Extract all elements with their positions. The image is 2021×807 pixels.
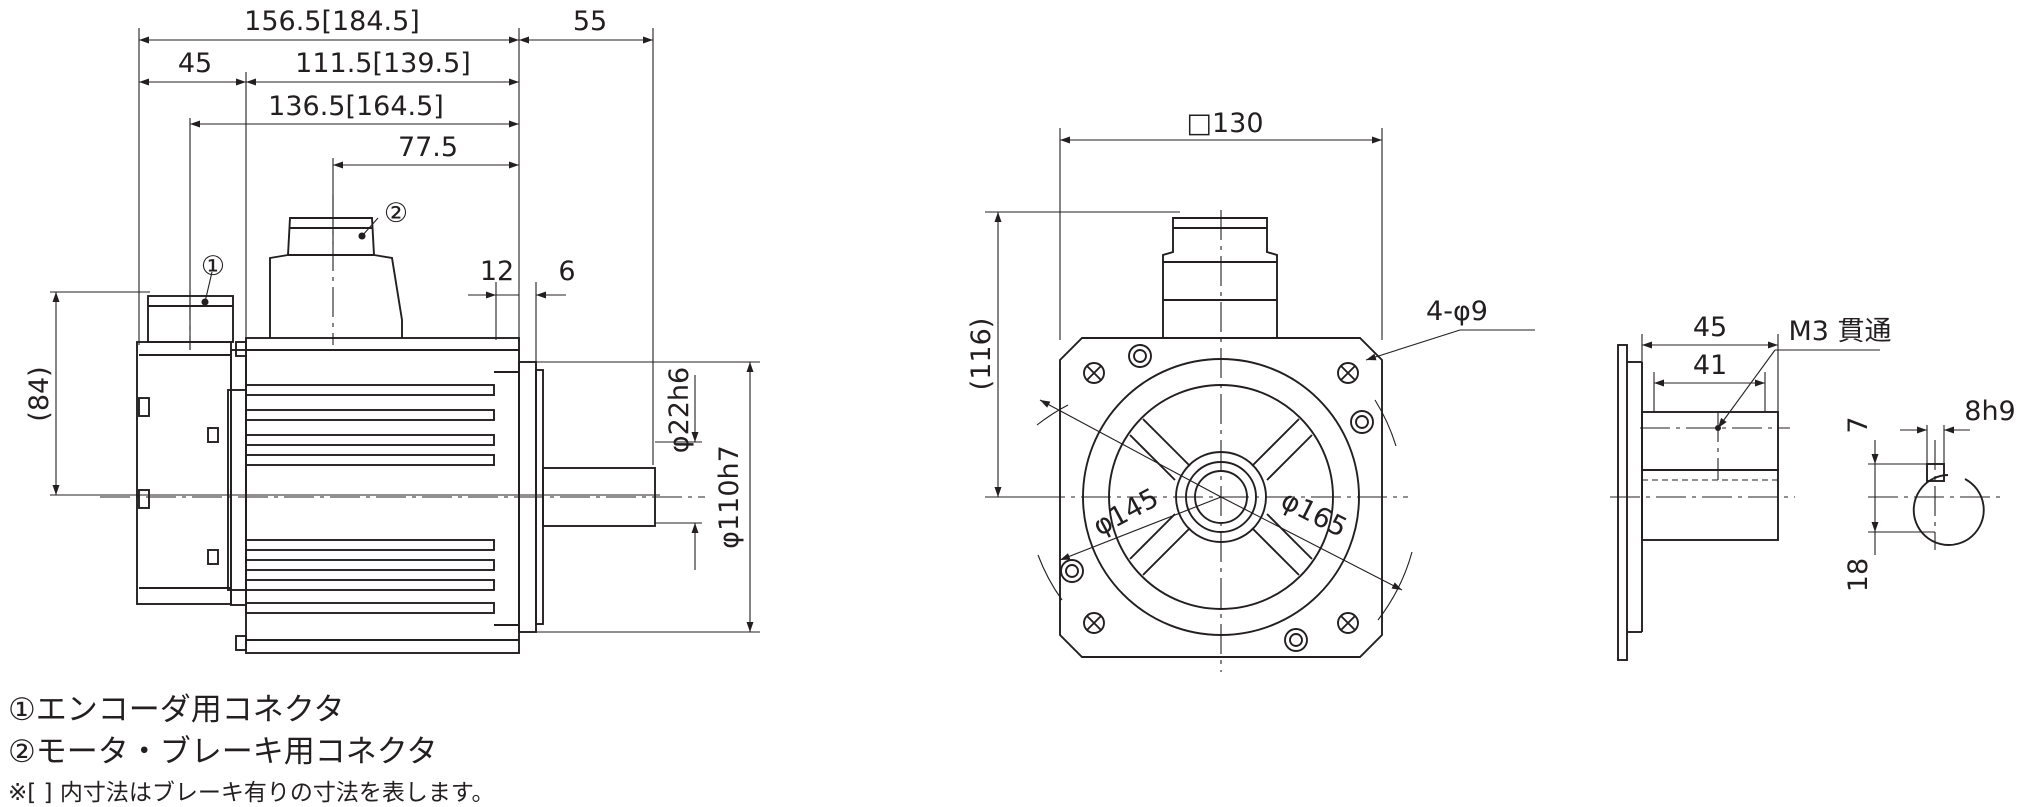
shaft-detail-flange [1617, 344, 1643, 661]
m3-thread-point [1715, 425, 1721, 431]
callout-leaders [201, 217, 379, 306]
note-encoder-connector: ①エンコーダ用コネクタ [8, 692, 345, 728]
dim-mount-holes: 4-φ9 [1426, 296, 1488, 327]
shaft-detail-shaft [1641, 411, 1779, 541]
dim-flange-thickness: 12 [480, 256, 514, 287]
dim-pcd-inner: φ145 [1088, 483, 1164, 543]
front-connector [1162, 217, 1278, 338]
shaft-detail-center-lines [1610, 412, 1795, 498]
shaft-detail-keyway [1642, 469, 1778, 481]
thread-label: M3 貫通 [1788, 316, 1891, 347]
shaft-cross-section-center-lines [1868, 440, 2002, 550]
encoder-housing [136, 341, 247, 651]
dim-shaft-length-inner: 41 [1693, 350, 1727, 381]
shaft-cross-section-outline [1912, 463, 1985, 546]
shaft-cross-section: 8h9 7 18 [1843, 396, 2016, 592]
side-view-extension-lines [50, 28, 760, 633]
note-motor-brake-connector: ②モータ・ブレーキ用コネクタ [8, 734, 438, 770]
front-view: □130 (116) 4-φ9 φ145 φ165 [966, 108, 1535, 672]
callout-1-marker: ① [201, 251, 225, 282]
dim-connector2-position: 77.5 [398, 132, 458, 163]
callout-2-marker: ② [384, 198, 408, 229]
shaft-cross-section-dim-lines [1868, 425, 1970, 555]
front-view-center-lines [1035, 210, 1408, 672]
dim-shaft-length: 55 [573, 6, 607, 37]
front-mount-holes [1083, 362, 1359, 634]
dim-shaft-length-outer: 45 [1693, 312, 1727, 343]
side-view: 156.5[184.5] 55 45 111.5[139.5] 136.5[16… [24, 6, 760, 654]
front-pcd-arcs [1036, 329, 1535, 621]
dim-shaft-diameter: φ22h6 [664, 367, 695, 453]
dim-body-length: 111.5[139.5] [295, 48, 471, 79]
front-view-extension-lines [985, 128, 1383, 498]
dim-side-height: (84) [24, 366, 55, 421]
dim-square-size: □130 [1186, 108, 1263, 139]
dim-spigot-length: 6 [558, 256, 575, 287]
dim-overall-length: 156.5[184.5] [244, 6, 420, 37]
dim-key-depth: 18 [1843, 558, 1874, 592]
shaft-detail-extension-lines [1641, 334, 1779, 412]
power-connector [269, 217, 403, 338]
dim-connector1-position: 136.5[164.5] [268, 91, 444, 122]
front-view-dimension-lines [994, 136, 1382, 497]
dim-key-width: 8h9 [1964, 396, 2015, 427]
dim-encoder-length: 45 [178, 48, 212, 79]
shaft-detail-dimension-lines [1642, 341, 1880, 429]
shaft-detail-view: 45 41 M3 貫通 [1610, 312, 1892, 661]
note-brake-dimensions: ※[ ] 内寸法はブレーキ有りの寸法を表します。 [8, 780, 495, 806]
dim-front-height: (116) [966, 318, 997, 391]
dim-spigot-diameter: φ110h7 [714, 445, 745, 549]
front-screws [1060, 344, 1374, 652]
side-view-dimension-lines [52, 36, 754, 632]
dim-key-height: 7 [1843, 416, 1874, 433]
side-view-center-lines [100, 195, 705, 498]
